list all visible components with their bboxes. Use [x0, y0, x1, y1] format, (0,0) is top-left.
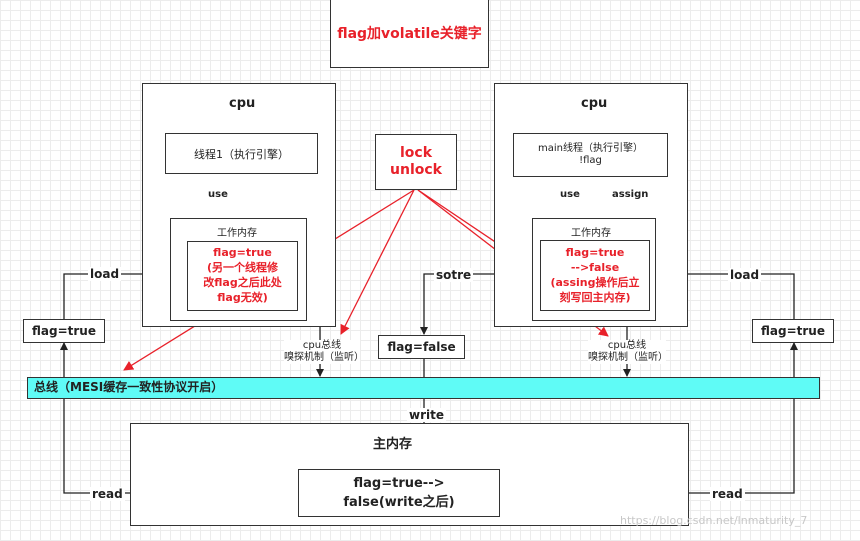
- right-assign-label: assign: [610, 189, 651, 201]
- left-thread-label: 线程1（执行引擎）: [194, 147, 289, 161]
- right-bus-sniff-line-1: cpu总线: [607, 340, 647, 351]
- left-read-label: read: [90, 487, 125, 501]
- left-use-label: use: [206, 189, 230, 201]
- right-read-label: read: [710, 487, 745, 501]
- left-bus-sniff-line-2: 嗅探机制（监听）: [284, 352, 364, 363]
- write-label: write: [407, 408, 446, 422]
- left-load-label: load: [88, 267, 122, 281]
- left-bus-sniff-line-1: cpu总线: [302, 340, 342, 351]
- right-thread-label: main线程（执行引擎）: [538, 143, 643, 154]
- right-bus-sniff-label: cpu总线 嗅探机制（监听）: [588, 340, 668, 364]
- left-flag-box: flag=true (另一个线程修 改flag之后此处 flag无效): [187, 241, 298, 311]
- left-flag-line-2: (另一个线程修: [206, 261, 279, 274]
- page-title: flag加volatile关键字: [337, 26, 482, 42]
- right-flag-box: flag=true -->false (assing操作后立 刻写回主内存): [540, 240, 650, 311]
- right-thread-box: main线程（执行引擎） !flag: [513, 133, 668, 177]
- left-flag-line-3: 改flag之后此处: [203, 276, 282, 289]
- left-flag-line-4: flag无效): [217, 291, 268, 304]
- title-box: flag加volatile关键字: [330, 0, 489, 68]
- left-bus-sniff-label: cpu总线 嗅探机制（监听）: [284, 340, 364, 364]
- right-flag-line-3: (assing操作后立: [550, 276, 640, 289]
- right-flag-line-4: 刻写回主内存): [559, 291, 631, 304]
- lock-label: lock: [399, 145, 433, 161]
- left-flag-true-box: flag=true: [23, 319, 105, 343]
- right-load-arrow: [649, 270, 795, 319]
- left-flag-line-1: flag=true: [213, 246, 272, 259]
- main-memory-label: 主内存: [373, 437, 413, 452]
- right-load-label: load: [728, 268, 762, 282]
- watermark: https://blog.csdn.net/lnmaturity_7: [620, 514, 808, 527]
- main-memory-value-line-2: false(write之后): [343, 495, 455, 510]
- unlock-label: unlock: [390, 162, 442, 178]
- right-flag-line-1: flag=true: [565, 246, 625, 259]
- mid-flag-false-value: flag=false: [387, 340, 456, 354]
- right-bus-sniff-line-2: 嗅探机制（监听）: [588, 352, 668, 363]
- right-thread-condition: !flag: [579, 155, 602, 166]
- mid-flag-false-box: flag=false: [378, 335, 465, 359]
- main-memory-value-box: flag=true--> false(write之后): [298, 469, 500, 517]
- lock-unlock-box: lock unlock: [375, 134, 457, 190]
- main-memory-value-line-1: flag=true-->: [353, 476, 445, 491]
- left-thread-box: 线程1（执行引擎）: [165, 133, 318, 174]
- right-flag-true-box: flag=true: [752, 319, 834, 343]
- left-work-memory-label: 工作内存: [217, 228, 257, 239]
- left-cpu-label: cpu: [229, 96, 256, 111]
- right-flag-line-2: -->false: [570, 261, 620, 274]
- bus-bar: 总线（MESI缓存一致性协议开启）: [27, 377, 820, 399]
- right-use-label: use: [558, 189, 582, 201]
- left-flag-true-value: flag=true: [32, 324, 96, 338]
- right-work-memory-label: 工作内存: [571, 228, 611, 239]
- right-flag-true-value: flag=true: [761, 324, 825, 338]
- lock-arrow-to-left-sniff: [340, 189, 415, 335]
- right-cpu-label: cpu: [581, 96, 608, 111]
- sotre-label: sotre: [434, 268, 474, 282]
- bus-label: 总线（MESI缓存一致性协议开启）: [34, 380, 224, 394]
